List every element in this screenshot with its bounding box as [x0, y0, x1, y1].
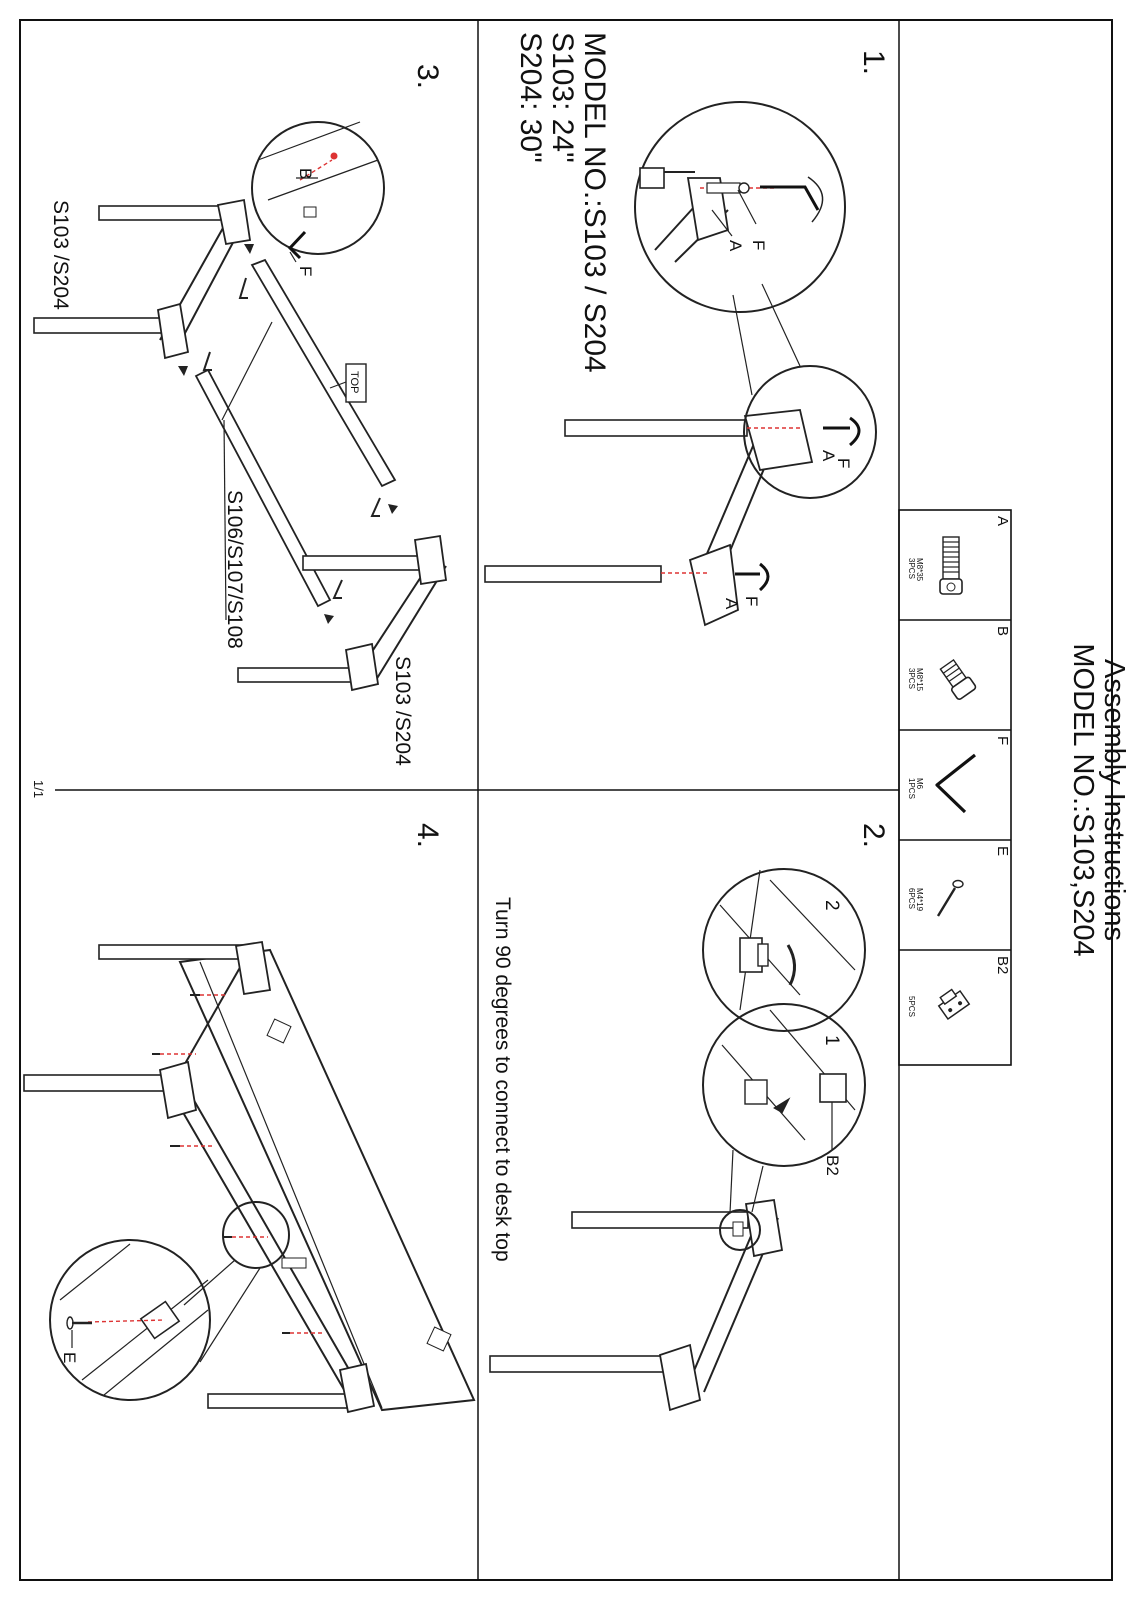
step-1-callout-f2: F [742, 596, 761, 606]
part-e-letter: E [994, 846, 1011, 856]
allen-key-icon [935, 753, 976, 814]
step-3-right-frame [237, 534, 448, 692]
part-a-spec: M8*35 [915, 558, 924, 582]
step-2-sub-2: 2 [821, 900, 842, 911]
part-f-spec: M6 [915, 778, 924, 790]
part-a-qty: 3PCS [907, 558, 916, 579]
page-border [19, 19, 1113, 1581]
step-2-zoom-circle-1 [702, 1003, 866, 1167]
step-1-detail-callout-f: F [749, 240, 768, 250]
step-1-size-s204: S204: 30" [514, 32, 547, 163]
step-3-panel: 3. B F S103 /S204 [33, 64, 448, 766]
part-a-letter: A [994, 516, 1011, 526]
step-2-sub-1: 1 [821, 1035, 842, 1046]
step-1-callout-a2: A [722, 598, 741, 610]
step-2-callout-b2: B2 [823, 1155, 842, 1176]
step-4-number: 4. [411, 823, 444, 848]
step-2-detail-rotate: 2 [719, 869, 856, 1011]
socket-bolt-short-icon [939, 658, 977, 700]
connector-clip-icon [937, 988, 971, 1021]
step-2-note: Turn 90 degrees to connect to desk top [491, 897, 514, 1262]
allen-key-icon [760, 185, 820, 211]
allen-key-icon [287, 230, 307, 260]
step-4-desk-assembly [23, 940, 476, 1414]
insert-arrow-icon [773, 1097, 791, 1114]
socket-bolt-long-icon [706, 182, 741, 194]
step-3-beams-label: S106/S107/S108 [223, 490, 246, 649]
step-2-number: 2. [857, 823, 890, 848]
step-3-number: 3. [411, 64, 444, 89]
part-a: A M8*35 3PCS [907, 516, 1011, 595]
step-3-top-tag: TOP [348, 371, 360, 393]
step-1-zoom-circle-small [743, 365, 877, 499]
part-b-qty: 3PCS [907, 668, 916, 689]
header-title: Assembly Instructions [1098, 659, 1130, 941]
step-3-frame-left-label: S103 /S204 [49, 200, 72, 310]
part-f-qty: 1PCS [907, 778, 916, 799]
wood-screw-icon [66, 1316, 92, 1330]
header-block: Assembly Instructions MODEL NO.:S103,S20… [1067, 643, 1130, 956]
part-b2-letter: B2 [994, 956, 1011, 974]
step-4-detail-magnifier [49, 1239, 211, 1401]
step-4-callout-e: E [60, 1352, 79, 1363]
step-3-frame-right-label: S103 /S204 [391, 656, 414, 766]
page-number: 1/1 [31, 780, 46, 798]
part-e-qty: 6PCS [907, 888, 916, 909]
step-1-callout-f1: F [834, 458, 853, 468]
step-1-size-s103: S103: 24" [546, 32, 579, 163]
step-2-zoom-circle-2 [702, 868, 866, 1032]
part-b2-qty: 5PCS [907, 996, 916, 1017]
step-1-callout-a1: A [819, 450, 838, 462]
step-3-beams [194, 258, 397, 621]
step-1-number: 1. [857, 50, 890, 75]
connector-clip-icon [819, 1073, 847, 1103]
step-2-panel: 2. Turn 90 degrees to connect to desk to… [489, 823, 890, 1412]
part-e: E M4*19 6PCS [907, 846, 1011, 917]
rotate-arrow-icon [786, 944, 796, 986]
step-1-detail-callout-a: A [726, 240, 745, 252]
socket-bolt-short-icon [303, 206, 317, 218]
step-1-panel: 1. MODEL NO.:S103 / S204 S103: 24" S204:… [484, 32, 890, 627]
step-2-detail-insert: 1 [721, 1009, 856, 1150]
step-3-callout-f: F [296, 266, 315, 276]
step-1-model: MODEL NO.:S103 / S204 [578, 32, 611, 373]
part-b-letter: B [994, 626, 1011, 636]
part-b-spec: M8*15 [915, 668, 924, 692]
header-model: MODEL NO.:S103,S204 [1067, 643, 1099, 956]
step-3-arrows [178, 244, 398, 624]
step-3-top-tag-box [345, 363, 367, 403]
part-f-letter: F [994, 736, 1011, 745]
step-3-detail-magnifier [251, 121, 385, 260]
parts-table: A M8*35 3PCS B M8*15 3PCS [898, 509, 1012, 1066]
part-e-spec: M4*19 [915, 888, 924, 912]
step-3-callout-b: B [296, 168, 315, 179]
socket-bolt-long-icon [939, 536, 963, 595]
rotation-arrow-icon [807, 176, 824, 223]
wood-screw-icon [936, 879, 964, 917]
step-1-detail-magnifier [634, 101, 846, 313]
part-b: B M8*15 3PCS [907, 626, 1011, 700]
step-1-model-block: MODEL NO.:S103 / S204 S103: 24" S204: 30… [514, 32, 611, 373]
step-4-panel: 4. [23, 823, 476, 1414]
step-1-frame [484, 409, 861, 627]
part-b2: B2 5PCS [907, 956, 1011, 1021]
part-f: F M6 1PCS [907, 736, 1011, 814]
step-3-left-frame [33, 198, 252, 360]
step-2-frame [489, 1198, 784, 1412]
